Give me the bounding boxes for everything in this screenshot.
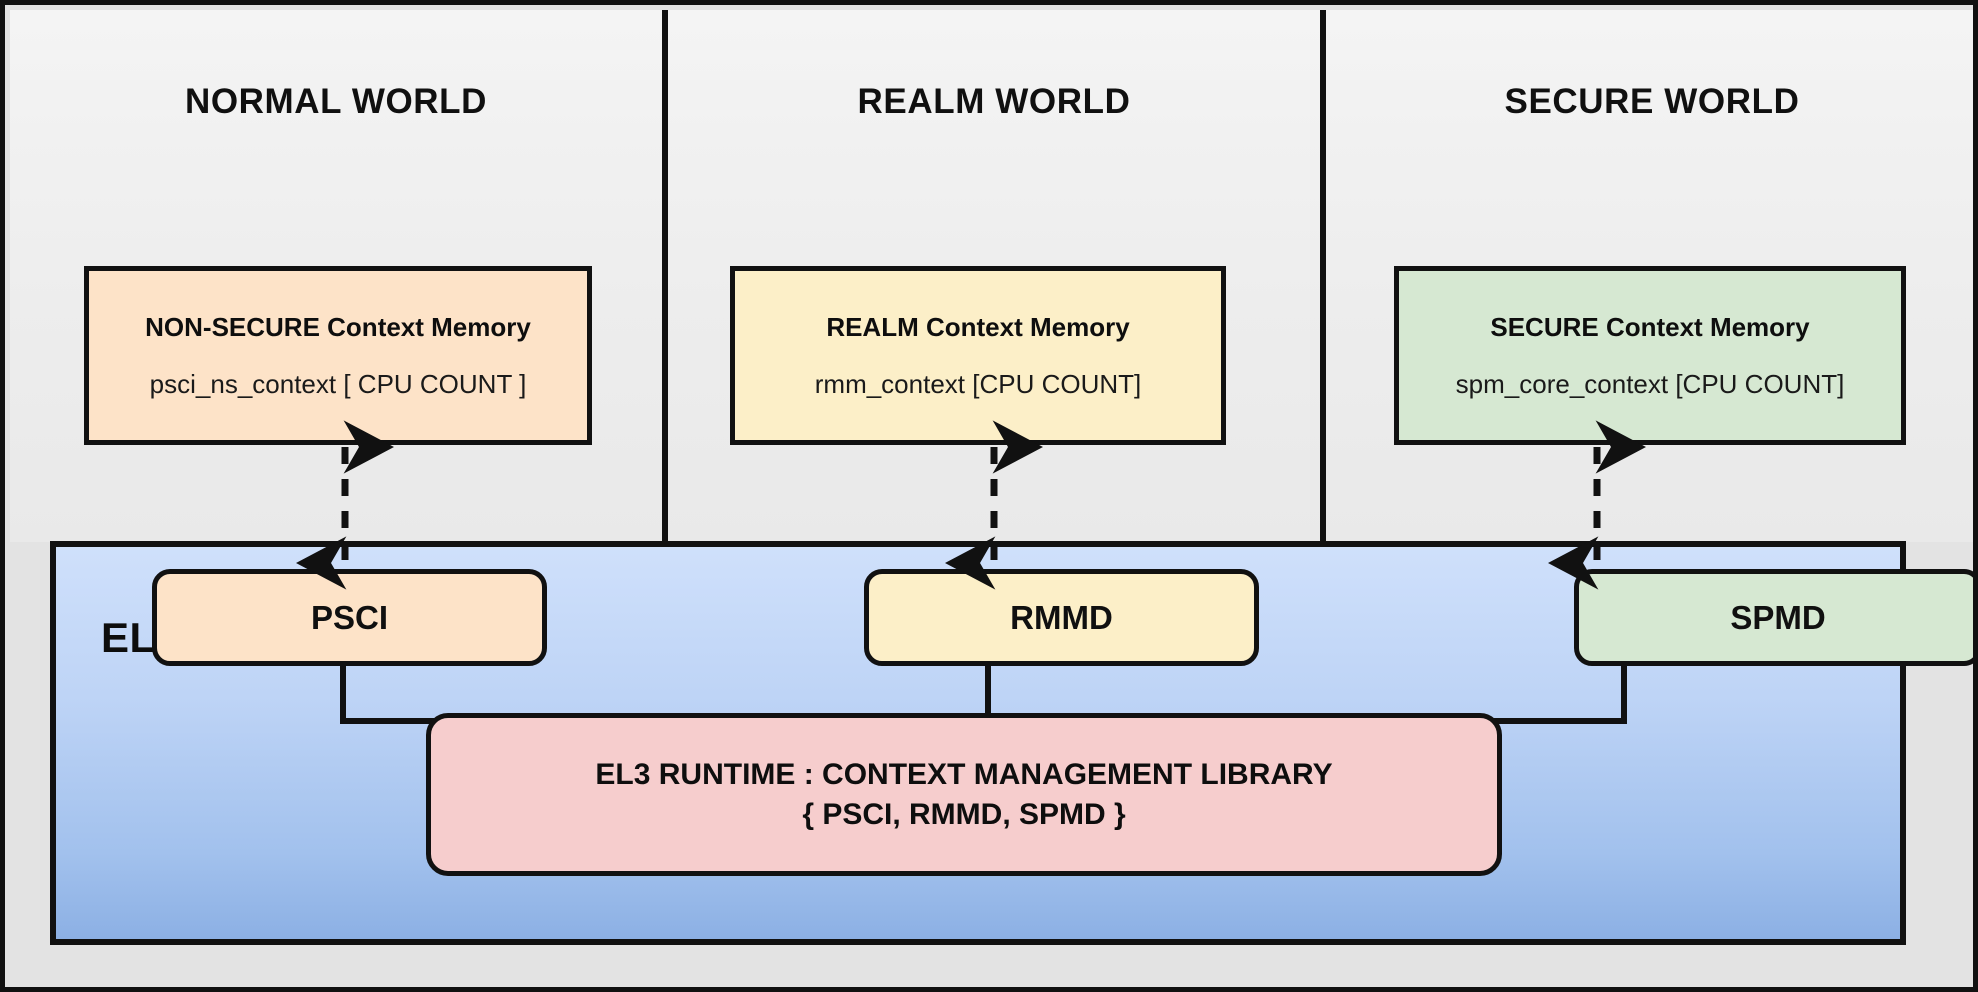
dispatcher-label-rmmd: RMMD	[1010, 598, 1113, 636]
el3-panel: EL3 PSCI RMMD SPMD EL3 RUNTI	[50, 541, 1973, 945]
context-memory-title-non-secure: NON-SECURE Context Memory	[145, 311, 531, 342]
context-memory-subtitle-non-secure: psci_ns_context [ CPU COUNT ]	[149, 368, 527, 399]
world-title-secure: SECURE WORLD	[1504, 82, 1800, 121]
el3-runtime-line-1: EL3 RUNTIME : CONTEXT MANAGEMENT LIBRARY	[595, 757, 1333, 791]
world-column-normal: NORMAL WORLD NON-SECURE Context Memory p…	[10, 10, 662, 542]
world-title-normal: NORMAL WORLD	[184, 82, 488, 121]
world-column-realm: REALM WORLD REALM Context Memory rmm_con…	[662, 10, 1320, 542]
el3-runtime-line-2: { PSCI, RMMD, SPMD }	[802, 797, 1126, 831]
context-memory-box-secure: SECURE Context Memory spm_core_context […	[1394, 266, 1906, 445]
dispatcher-box-psci: PSCI	[152, 569, 547, 666]
context-memory-subtitle-secure: spm_core_context [CPU COUNT]	[1455, 368, 1845, 399]
dispatcher-box-rmmd: RMMD	[864, 569, 1259, 666]
dispatcher-label-spmd: SPMD	[1730, 598, 1826, 636]
worlds-band: NORMAL WORLD NON-SECURE Context Memory p…	[10, 10, 1973, 542]
context-memory-title-realm: REALM Context Memory	[826, 311, 1130, 342]
dispatcher-box-spmd: SPMD	[1574, 569, 1973, 666]
world-title-realm: REALM WORLD	[857, 82, 1131, 121]
context-memory-box-non-secure: NON-SECURE Context Memory psci_ns_contex…	[84, 266, 592, 445]
el3-runtime-box: EL3 RUNTIME : CONTEXT MANAGEMENT LIBRARY…	[426, 713, 1502, 876]
context-memory-title-secure: SECURE Context Memory	[1490, 311, 1810, 342]
context-memory-subtitle-realm: rmm_context [CPU COUNT]	[814, 368, 1142, 399]
dispatcher-label-psci: PSCI	[310, 598, 389, 636]
world-column-secure: SECURE WORLD SECURE Context Memory spm_c…	[1320, 10, 1973, 542]
context-memory-box-realm: REALM Context Memory rmm_context [CPU CO…	[730, 266, 1226, 445]
